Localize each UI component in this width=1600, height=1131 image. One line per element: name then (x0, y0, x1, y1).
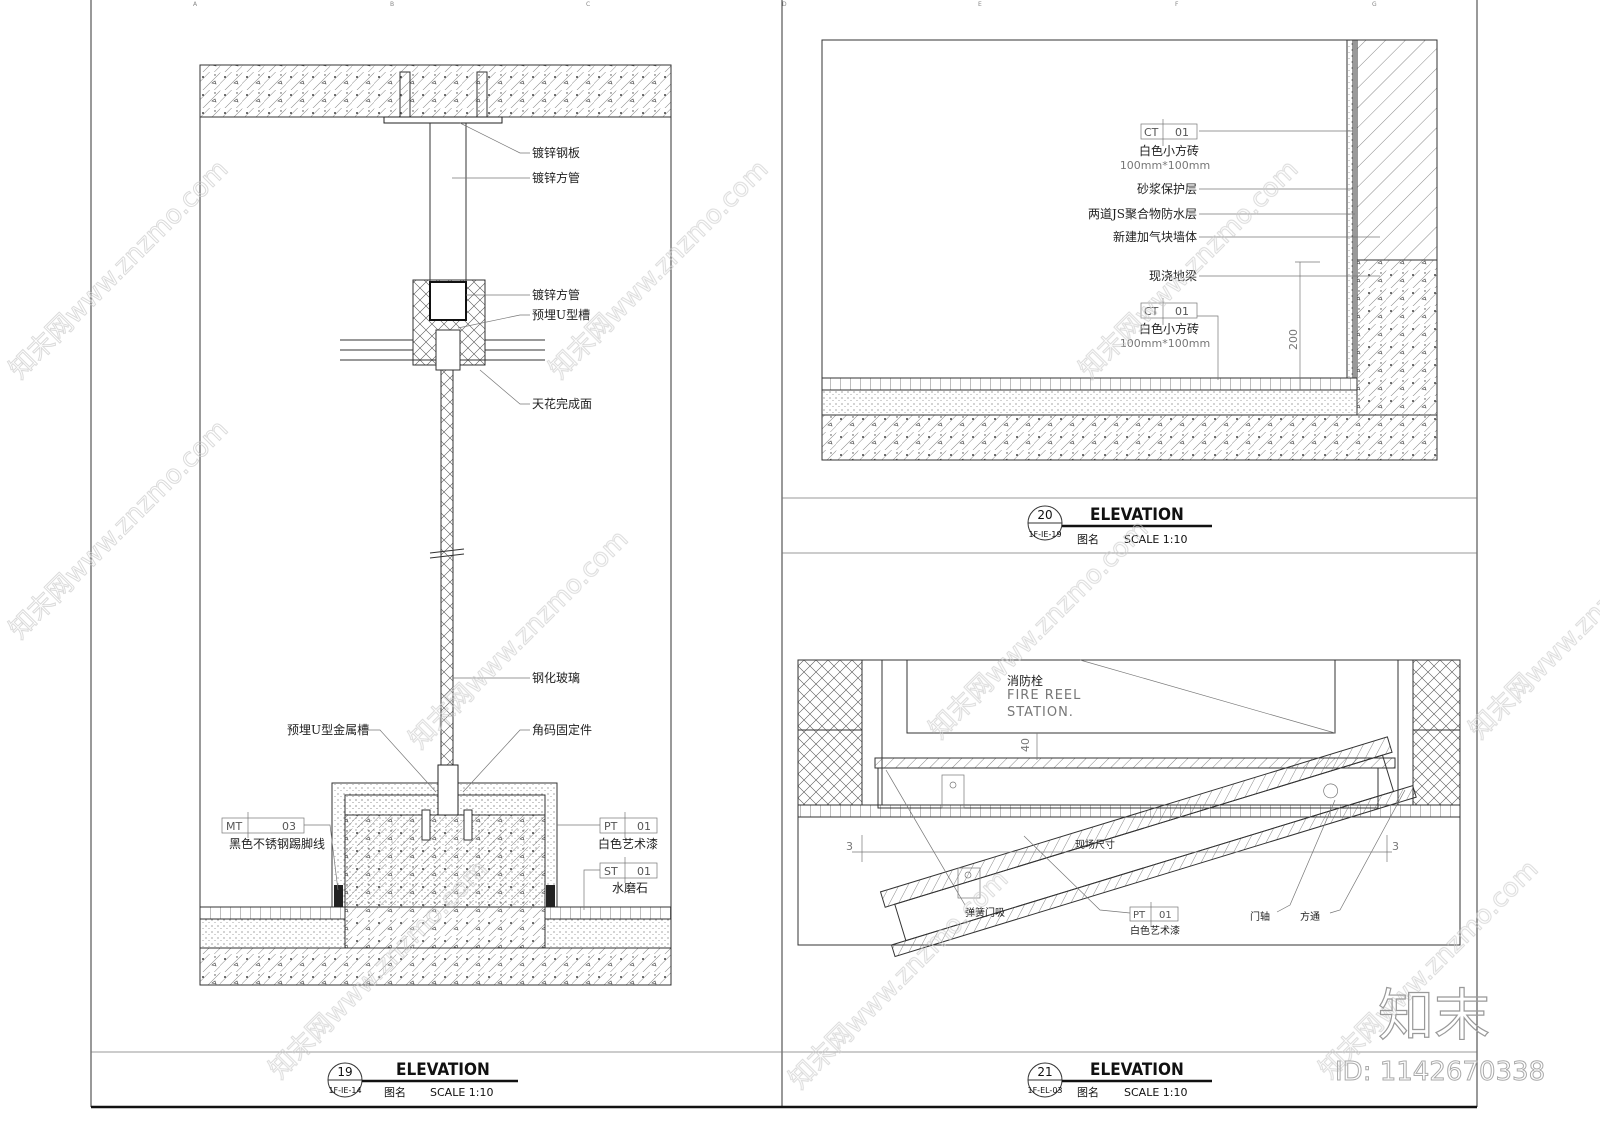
detail-20-labels: CT 01 白色小方砖 100mm*100mm 砂浆保护层 两道JS聚合物防水层… (1088, 119, 1210, 350)
detail-reference: 1F-IE-14 (328, 1086, 361, 1095)
name-label: 图名 (384, 1085, 406, 1099)
svg-text:知末网www.znzmo.com: 知末网www.znzmo.com (1314, 854, 1545, 1085)
material-tag-ct01-bottom: CT 01 白色小方砖 100mm*100mm (1120, 298, 1210, 350)
svg-text:01: 01 (1159, 910, 1172, 921)
svg-text:白色艺术漆: 白色艺术漆 (598, 836, 658, 851)
svg-text:知末网www.znzmo.com: 知末网www.znzmo.com (544, 154, 775, 385)
scale-label: SCALE 1:10 (430, 1086, 493, 1099)
svg-text:PT: PT (604, 820, 618, 833)
svg-text:1F-EL-03: 1F-EL-03 (1027, 1086, 1062, 1095)
svg-text:CT: CT (1144, 305, 1159, 318)
label-waterproof-layer: 两道JS聚合物防水层 (1088, 206, 1197, 221)
svg-text:MT: MT (226, 820, 242, 833)
svg-text:SCALE 1:10: SCALE 1:10 (1124, 533, 1187, 546)
label-hinge: 门轴 (1250, 910, 1270, 923)
detail-title: ELEVATION (396, 1060, 490, 1080)
detail-21-drawing: 40 3 3 (797, 659, 1461, 958)
svg-text:白色小方砖: 白色小方砖 (1139, 143, 1199, 158)
grid-col-b: B (390, 1, 394, 8)
detail-21-labels: 消防栓 FIRE REEL STATION. 现场尺寸 弹簧门吸 门轴 方通 P… (965, 673, 1320, 937)
label-ground-beam: 现浇地梁 (1149, 268, 1197, 283)
grid-col-a: A (193, 1, 198, 8)
fire-reel-label-en-2: STATION. (1007, 705, 1074, 720)
watermark-id: ID: 1142670338 (1335, 1057, 1545, 1087)
svg-text:01: 01 (637, 820, 651, 833)
znzmo-logo: 知末 (1378, 984, 1490, 1049)
svg-text:100mm*100mm: 100mm*100mm (1120, 337, 1210, 350)
detail-20-title-block: 20 1F-IE-19 ELEVATION 图名 SCALE 1:10 (1027, 505, 1212, 546)
fire-reel-label-cn: 消防栓 (1007, 673, 1043, 688)
svg-text:03: 03 (282, 820, 296, 833)
label-galvanized-tube: 镀锌方管 (532, 170, 580, 185)
label-door-stop: 弹簧门吸 (965, 906, 1005, 919)
material-tag-pt01: PT 01 白色艺术漆 (1129, 902, 1180, 937)
svg-text:白色小方砖: 白色小方砖 (1139, 321, 1199, 336)
svg-text:PT: PT (1133, 910, 1146, 921)
label-embedded-u-channel: 预埋U型槽 (532, 308, 590, 322)
fire-reel-label-en-1: FIRE REEL (1007, 688, 1081, 703)
svg-text:ELEVATION: ELEVATION (1090, 1060, 1184, 1080)
svg-text:20: 20 (1037, 508, 1052, 522)
grid-col-e: E (978, 1, 982, 8)
sheet-frame (90, 0, 1478, 1109)
label-ceiling-finish: 天花完成面 (532, 396, 592, 411)
svg-text:21: 21 (1037, 1065, 1052, 1079)
svg-text:ST: ST (604, 865, 618, 878)
grid-col-g: G (1372, 1, 1377, 8)
grid-column-markers: A B C D E F G (193, 1, 1377, 8)
svg-text:100mm*100mm: 100mm*100mm (1120, 159, 1210, 172)
detail-20-drawing: 200 (821, 39, 1438, 461)
svg-text:黑色不锈钢踢脚线: 黑色不锈钢踢脚线 (229, 836, 325, 851)
grid-col-d: D (782, 1, 787, 8)
label-galvanized-tube-2: 镀锌方管 (532, 287, 580, 302)
material-tag-st01: ST 01 水磨石 (599, 857, 658, 895)
label-mortar-layer: 砂浆保护层 (1137, 181, 1197, 196)
material-tag-mt03: MT 03 黑色不锈钢踢脚线 (221, 812, 325, 851)
svg-text:ELEVATION: ELEVATION (1090, 505, 1184, 525)
material-tag-pt01: PT 01 白色艺术漆 (598, 812, 658, 851)
dimension-200: 200 (1287, 329, 1300, 350)
svg-text:白色艺术漆: 白色艺术漆 (1130, 924, 1180, 937)
label-galvanized-plate: 镀锌钢板 (532, 146, 580, 160)
detail-19-drawing (199, 64, 672, 986)
svg-text:SCALE 1:10: SCALE 1:10 (1124, 1086, 1187, 1099)
detail-number: 19 (337, 1065, 352, 1079)
dimension-left-3: 3 (846, 840, 853, 853)
svg-text:知末网www.znzmo.com: 知末网www.znzmo.com (1464, 514, 1600, 745)
label-angle-fixing: 角码固定件 (532, 722, 592, 737)
label-site-size: 现场尺寸 (1075, 838, 1115, 851)
svg-text:图名: 图名 (1077, 532, 1099, 546)
svg-text:01: 01 (1175, 126, 1189, 139)
dimension-40: 40 (1019, 738, 1032, 752)
svg-text:CT: CT (1144, 126, 1159, 139)
svg-text:1F-IE-19: 1F-IE-19 (1028, 530, 1061, 539)
material-tag-ct01-top: CT 01 白色小方砖 100mm*100mm (1120, 119, 1210, 172)
label-square-tube: 方通 (1300, 910, 1320, 923)
grid-col-f: F (1175, 1, 1179, 8)
label-tempered-glass: 钢化玻璃 (532, 671, 580, 685)
detail-19-labels: 镀锌钢板 镀锌方管 镀锌方管 预埋U型槽 天花完成面 钢化玻璃 预埋U型金属槽 … (221, 146, 658, 895)
detail-19-leaders (304, 122, 600, 910)
svg-text:01: 01 (637, 865, 651, 878)
svg-text:图名: 图名 (1077, 1085, 1099, 1099)
label-embedded-u-metal-channel: 预埋U型金属槽 (287, 722, 369, 737)
svg-text:01: 01 (1175, 305, 1189, 318)
label-block-wall: 新建加气块墙体 (1113, 229, 1197, 244)
detail-21-title-block: 21 1F-EL-03 ELEVATION 图名 SCALE 1:10 (1027, 1060, 1212, 1099)
detail-19-title-block: 19 1F-IE-14 ELEVATION 图名 SCALE 1:10 (327, 1060, 518, 1099)
dimension-right-3: 3 (1392, 840, 1399, 853)
svg-text:水磨石: 水磨石 (612, 881, 648, 895)
svg-text:知末网www.znzmo.com: 知末网www.znzmo.com (404, 524, 635, 755)
grid-col-c: C (586, 1, 590, 8)
